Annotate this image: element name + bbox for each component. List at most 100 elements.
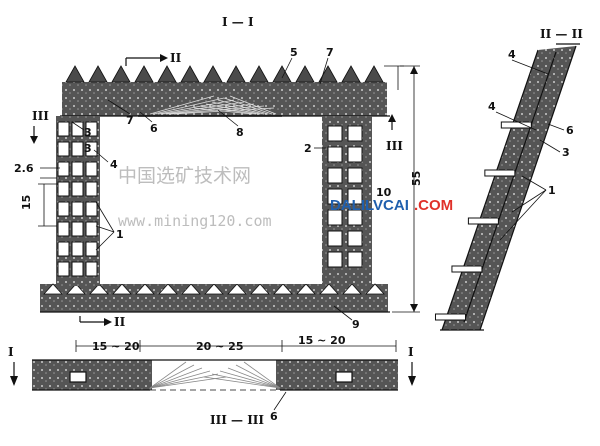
fan-line bbox=[153, 97, 225, 115]
svg-text:55: 55 bbox=[410, 171, 423, 186]
pillar-block bbox=[85, 241, 98, 257]
bottom-tooth bbox=[181, 283, 201, 295]
pillar-block bbox=[71, 241, 84, 257]
svg-text:7: 7 bbox=[326, 46, 334, 59]
section-marker-III-left: III bbox=[30, 109, 49, 144]
pillar-block bbox=[347, 209, 363, 226]
svg-text:II: II bbox=[170, 51, 182, 65]
bottom-tooth bbox=[66, 283, 86, 295]
svg-text:II: II bbox=[114, 315, 126, 329]
top-tooth bbox=[226, 65, 246, 83]
inclined-section bbox=[434, 43, 580, 331]
pillar-block bbox=[85, 261, 98, 277]
pillar-block bbox=[85, 121, 98, 137]
section-title-side: II — II bbox=[540, 27, 583, 41]
pillar-block bbox=[57, 181, 70, 197]
fan-line bbox=[157, 99, 235, 115]
bottom-plan-section bbox=[32, 359, 398, 391]
svg-text:6: 6 bbox=[150, 122, 158, 135]
labels-side: 4 4 6 3 1 bbox=[488, 48, 574, 241]
svg-text:2: 2 bbox=[304, 142, 312, 155]
pillar-block bbox=[71, 141, 84, 157]
top-tooth bbox=[157, 65, 177, 83]
svg-text:III: III bbox=[386, 139, 403, 153]
pillar-block bbox=[327, 230, 343, 247]
section-marker-I-left: I bbox=[8, 345, 18, 386]
svg-text:4: 4 bbox=[110, 158, 118, 171]
pillar-block bbox=[85, 161, 98, 177]
svg-text:20 ~ 25: 20 ~ 25 bbox=[196, 340, 244, 353]
svg-text:3: 3 bbox=[84, 126, 92, 139]
right-pillar-column bbox=[322, 116, 372, 284]
fan-line bbox=[243, 361, 281, 389]
dimension-55: 55 bbox=[384, 65, 423, 313]
bottom-tooth bbox=[89, 283, 109, 295]
top-tooth bbox=[272, 65, 292, 83]
svg-text:15 ~ 20: 15 ~ 20 bbox=[298, 334, 346, 347]
pillar-block bbox=[85, 221, 98, 237]
watermark-brand: DALILVCAI .COM bbox=[330, 197, 453, 214]
top-tooth bbox=[203, 65, 223, 83]
top-tooth bbox=[364, 65, 384, 83]
bottom-tooth bbox=[158, 283, 178, 295]
pillar-block bbox=[347, 146, 363, 163]
fan-line bbox=[203, 376, 281, 389]
pillar-block bbox=[71, 261, 84, 277]
blast-fan-top bbox=[138, 95, 282, 117]
pillar-block bbox=[347, 125, 363, 142]
pillar-block bbox=[347, 167, 363, 184]
watermark-cn: 中国选矿技术网 bbox=[118, 165, 251, 187]
fan-line bbox=[149, 364, 195, 389]
pillar-block bbox=[347, 251, 363, 268]
pillar-block bbox=[57, 201, 70, 217]
pillar-block bbox=[57, 241, 70, 257]
top-tooth bbox=[88, 65, 108, 83]
pillar-block bbox=[327, 125, 343, 142]
pillar-block bbox=[347, 188, 363, 205]
top-tooth bbox=[180, 65, 200, 83]
section-marker-I-right: I bbox=[408, 345, 416, 386]
bottom-tooth bbox=[135, 283, 155, 295]
fan-line bbox=[211, 373, 281, 389]
side-rung bbox=[467, 217, 499, 225]
side-rung bbox=[434, 313, 466, 321]
svg-text:15 ~ 20: 15 ~ 20 bbox=[92, 340, 140, 353]
fan-line bbox=[219, 370, 281, 389]
stope-opening bbox=[100, 124, 322, 284]
pillar-block bbox=[71, 181, 84, 197]
svg-text:I: I bbox=[8, 345, 14, 359]
svg-text:1: 1 bbox=[548, 184, 556, 197]
fan-line bbox=[227, 367, 281, 389]
fan-line bbox=[149, 95, 215, 115]
side-rung bbox=[500, 121, 532, 129]
svg-text:5: 5 bbox=[290, 46, 298, 59]
svg-text:DALILVCAI: DALILVCAI bbox=[330, 197, 409, 214]
pillar-block bbox=[71, 221, 84, 237]
svg-text:9: 9 bbox=[352, 318, 360, 331]
pillar-block bbox=[57, 121, 70, 137]
top-tooth bbox=[111, 65, 131, 83]
bottom-tooth bbox=[342, 283, 362, 295]
top-tooth bbox=[341, 65, 361, 83]
labels-main: 5 7 7 6 8 3 3 4 2 1 9 10 bbox=[71, 46, 392, 331]
svg-text:15: 15 bbox=[20, 195, 33, 210]
pillar-block bbox=[327, 188, 343, 205]
top-tooth bbox=[134, 65, 154, 83]
svg-text:III: III bbox=[32, 109, 49, 123]
bottom-tooth bbox=[250, 283, 270, 295]
pillar-block bbox=[347, 230, 363, 247]
fan-line bbox=[149, 373, 219, 389]
pillar-block bbox=[57, 161, 70, 177]
svg-text:I: I bbox=[408, 345, 414, 359]
pillar-block bbox=[71, 161, 84, 177]
pillar-block bbox=[327, 209, 343, 226]
pillar-block bbox=[85, 141, 98, 157]
fan-line bbox=[217, 99, 269, 115]
top-tooth bbox=[318, 65, 338, 83]
bottom-tooth bbox=[204, 283, 224, 295]
bottom-tooth bbox=[227, 283, 247, 295]
svg-text:3: 3 bbox=[562, 146, 570, 159]
svg-text:4: 4 bbox=[488, 100, 496, 113]
svg-text:10: 10 bbox=[376, 186, 392, 199]
svg-text:7: 7 bbox=[126, 114, 134, 127]
